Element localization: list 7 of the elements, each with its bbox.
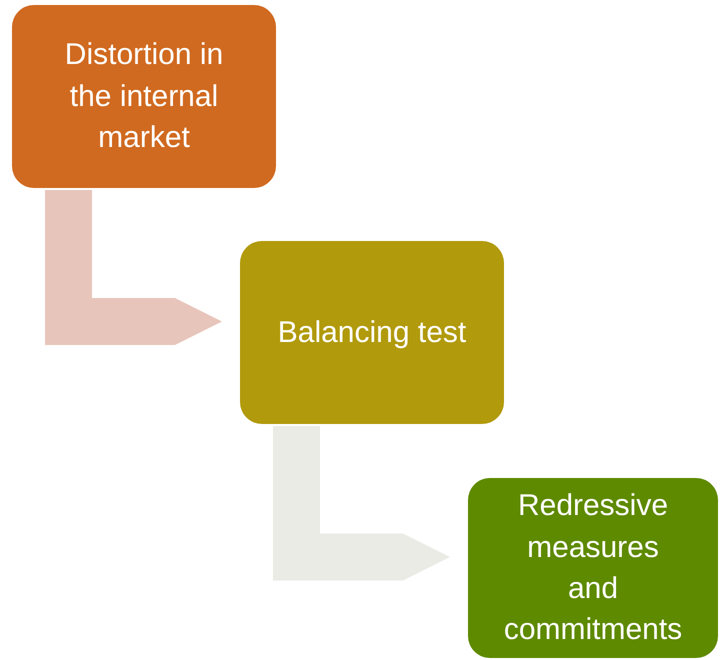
box-label: Distortion in the internal market	[64, 37, 224, 156]
box-label: Balancing test	[278, 314, 466, 351]
process-box	[240, 241, 504, 424]
bent-arrow	[273, 426, 450, 580]
process-box	[12, 5, 276, 188]
box-label: Redressive measures and commitments	[502, 488, 684, 648]
process-box	[468, 478, 718, 658]
